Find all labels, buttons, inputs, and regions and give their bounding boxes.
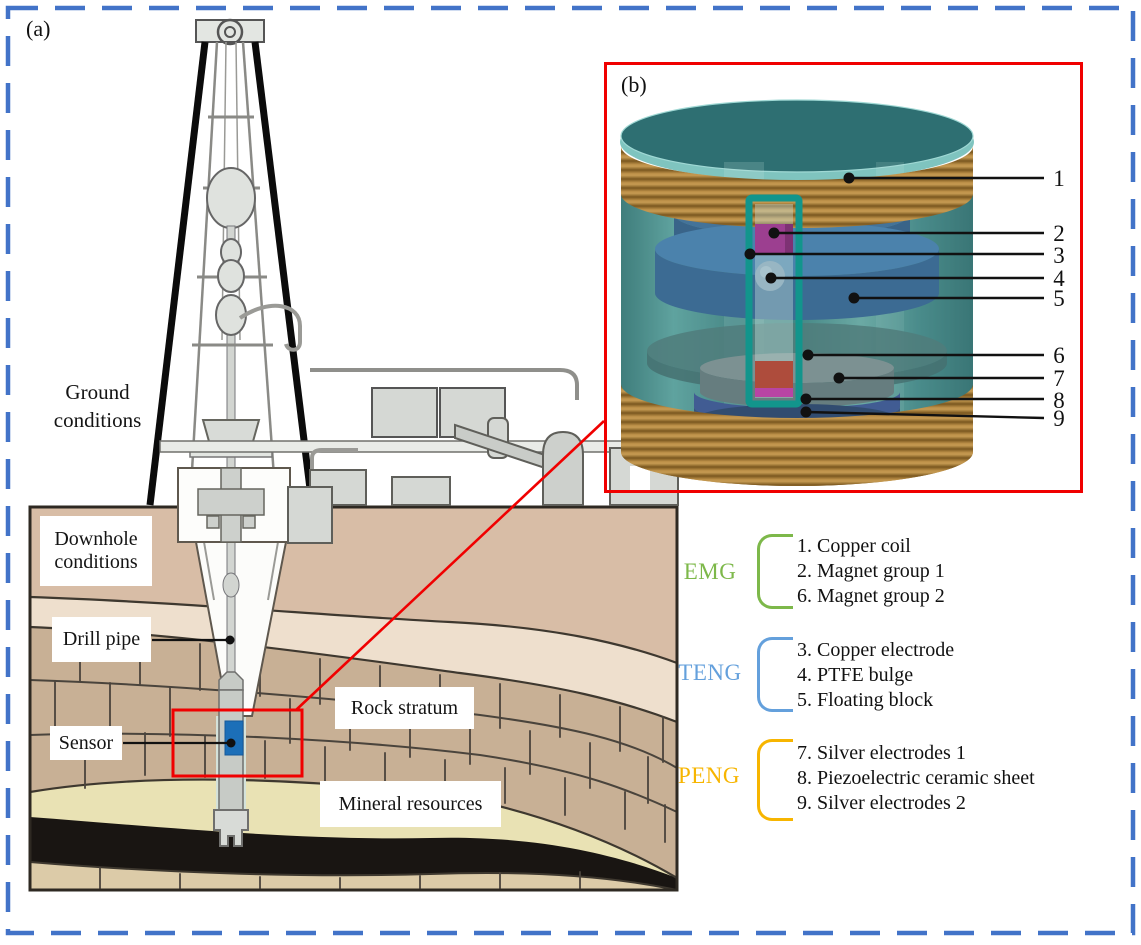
drill-pipe-label: Drill pipe xyxy=(52,617,151,662)
derrick-right-leg xyxy=(251,41,316,506)
part-number-5: 5 xyxy=(1053,286,1065,311)
cellar-box xyxy=(287,486,333,544)
sensor-label: Sensor xyxy=(50,726,122,760)
panel-b-device xyxy=(620,99,1045,486)
part-number-9: 9 xyxy=(1053,406,1065,431)
top-cap xyxy=(620,99,974,173)
sensor-marker xyxy=(224,720,244,756)
part-number-1: 1 xyxy=(1053,166,1065,191)
engine-box-1 xyxy=(371,387,438,438)
crown-block xyxy=(195,19,265,43)
panel-b-label: (b) xyxy=(621,72,647,97)
derrick-left-leg xyxy=(146,41,209,506)
panel-a-label: (a) xyxy=(26,16,51,41)
downhole-conditions-label: Downhole conditions xyxy=(40,516,152,586)
rock-stratum-label: Rock stratum xyxy=(335,687,474,729)
ground-conditions-label: Ground conditions xyxy=(53,380,142,433)
piezo-red-disc xyxy=(755,361,793,388)
mineral-resources-label: Mineral resources xyxy=(320,781,501,827)
device-cylinder xyxy=(620,99,1045,486)
dome-tank xyxy=(542,430,584,506)
